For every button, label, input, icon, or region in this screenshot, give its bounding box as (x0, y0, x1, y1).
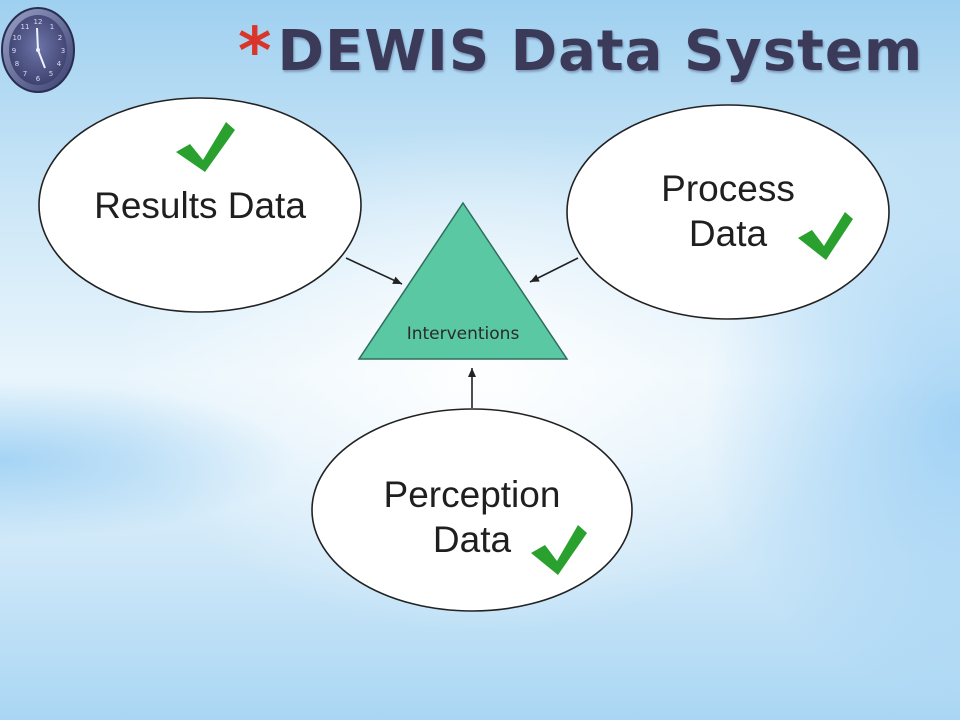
arrow-process-to-interventions (529, 257, 579, 283)
svg-text:10: 10 (13, 34, 22, 42)
checkmark-icon (798, 212, 853, 260)
checkmark-icon (176, 122, 235, 172)
svg-text:11: 11 (21, 23, 30, 31)
perception-data-line2: Data (432, 519, 512, 561)
process-data-ellipse (566, 104, 890, 320)
results-data-ellipse (38, 97, 362, 313)
svg-text:4: 4 (57, 60, 62, 68)
perception-data-label: Perception Data (340, 472, 604, 562)
svg-text:9: 9 (12, 47, 16, 55)
interventions-triangle (357, 201, 569, 360)
title-text: DEWIS Data System (277, 19, 924, 84)
arrow-results-to-interventions (345, 257, 403, 285)
svg-text:12: 12 (34, 18, 43, 26)
checkmark-icon (531, 525, 587, 575)
svg-text:3: 3 (61, 47, 65, 55)
clock-icon: 12 12 3 45 6 78 9 10 11 (1, 7, 75, 93)
svg-text:1: 1 (50, 23, 54, 31)
slide-title: * DEWIS Data System (238, 18, 923, 98)
svg-text:7: 7 (23, 70, 27, 78)
process-data-label: Process Data (608, 166, 848, 256)
title-bullet-star: * (238, 15, 272, 89)
process-data-line2: Data (688, 213, 768, 255)
svg-text:5: 5 (49, 70, 53, 78)
results-data-text: Results Data (94, 185, 306, 226)
process-data-line1: Process (661, 168, 795, 209)
results-data-label: Results Data (60, 183, 340, 228)
svg-text:6: 6 (36, 75, 41, 83)
interventions-label: Interventions (406, 324, 520, 344)
svg-text:8: 8 (15, 60, 19, 68)
perception-data-line1: Perception (383, 474, 561, 515)
svg-text:2: 2 (58, 34, 62, 42)
